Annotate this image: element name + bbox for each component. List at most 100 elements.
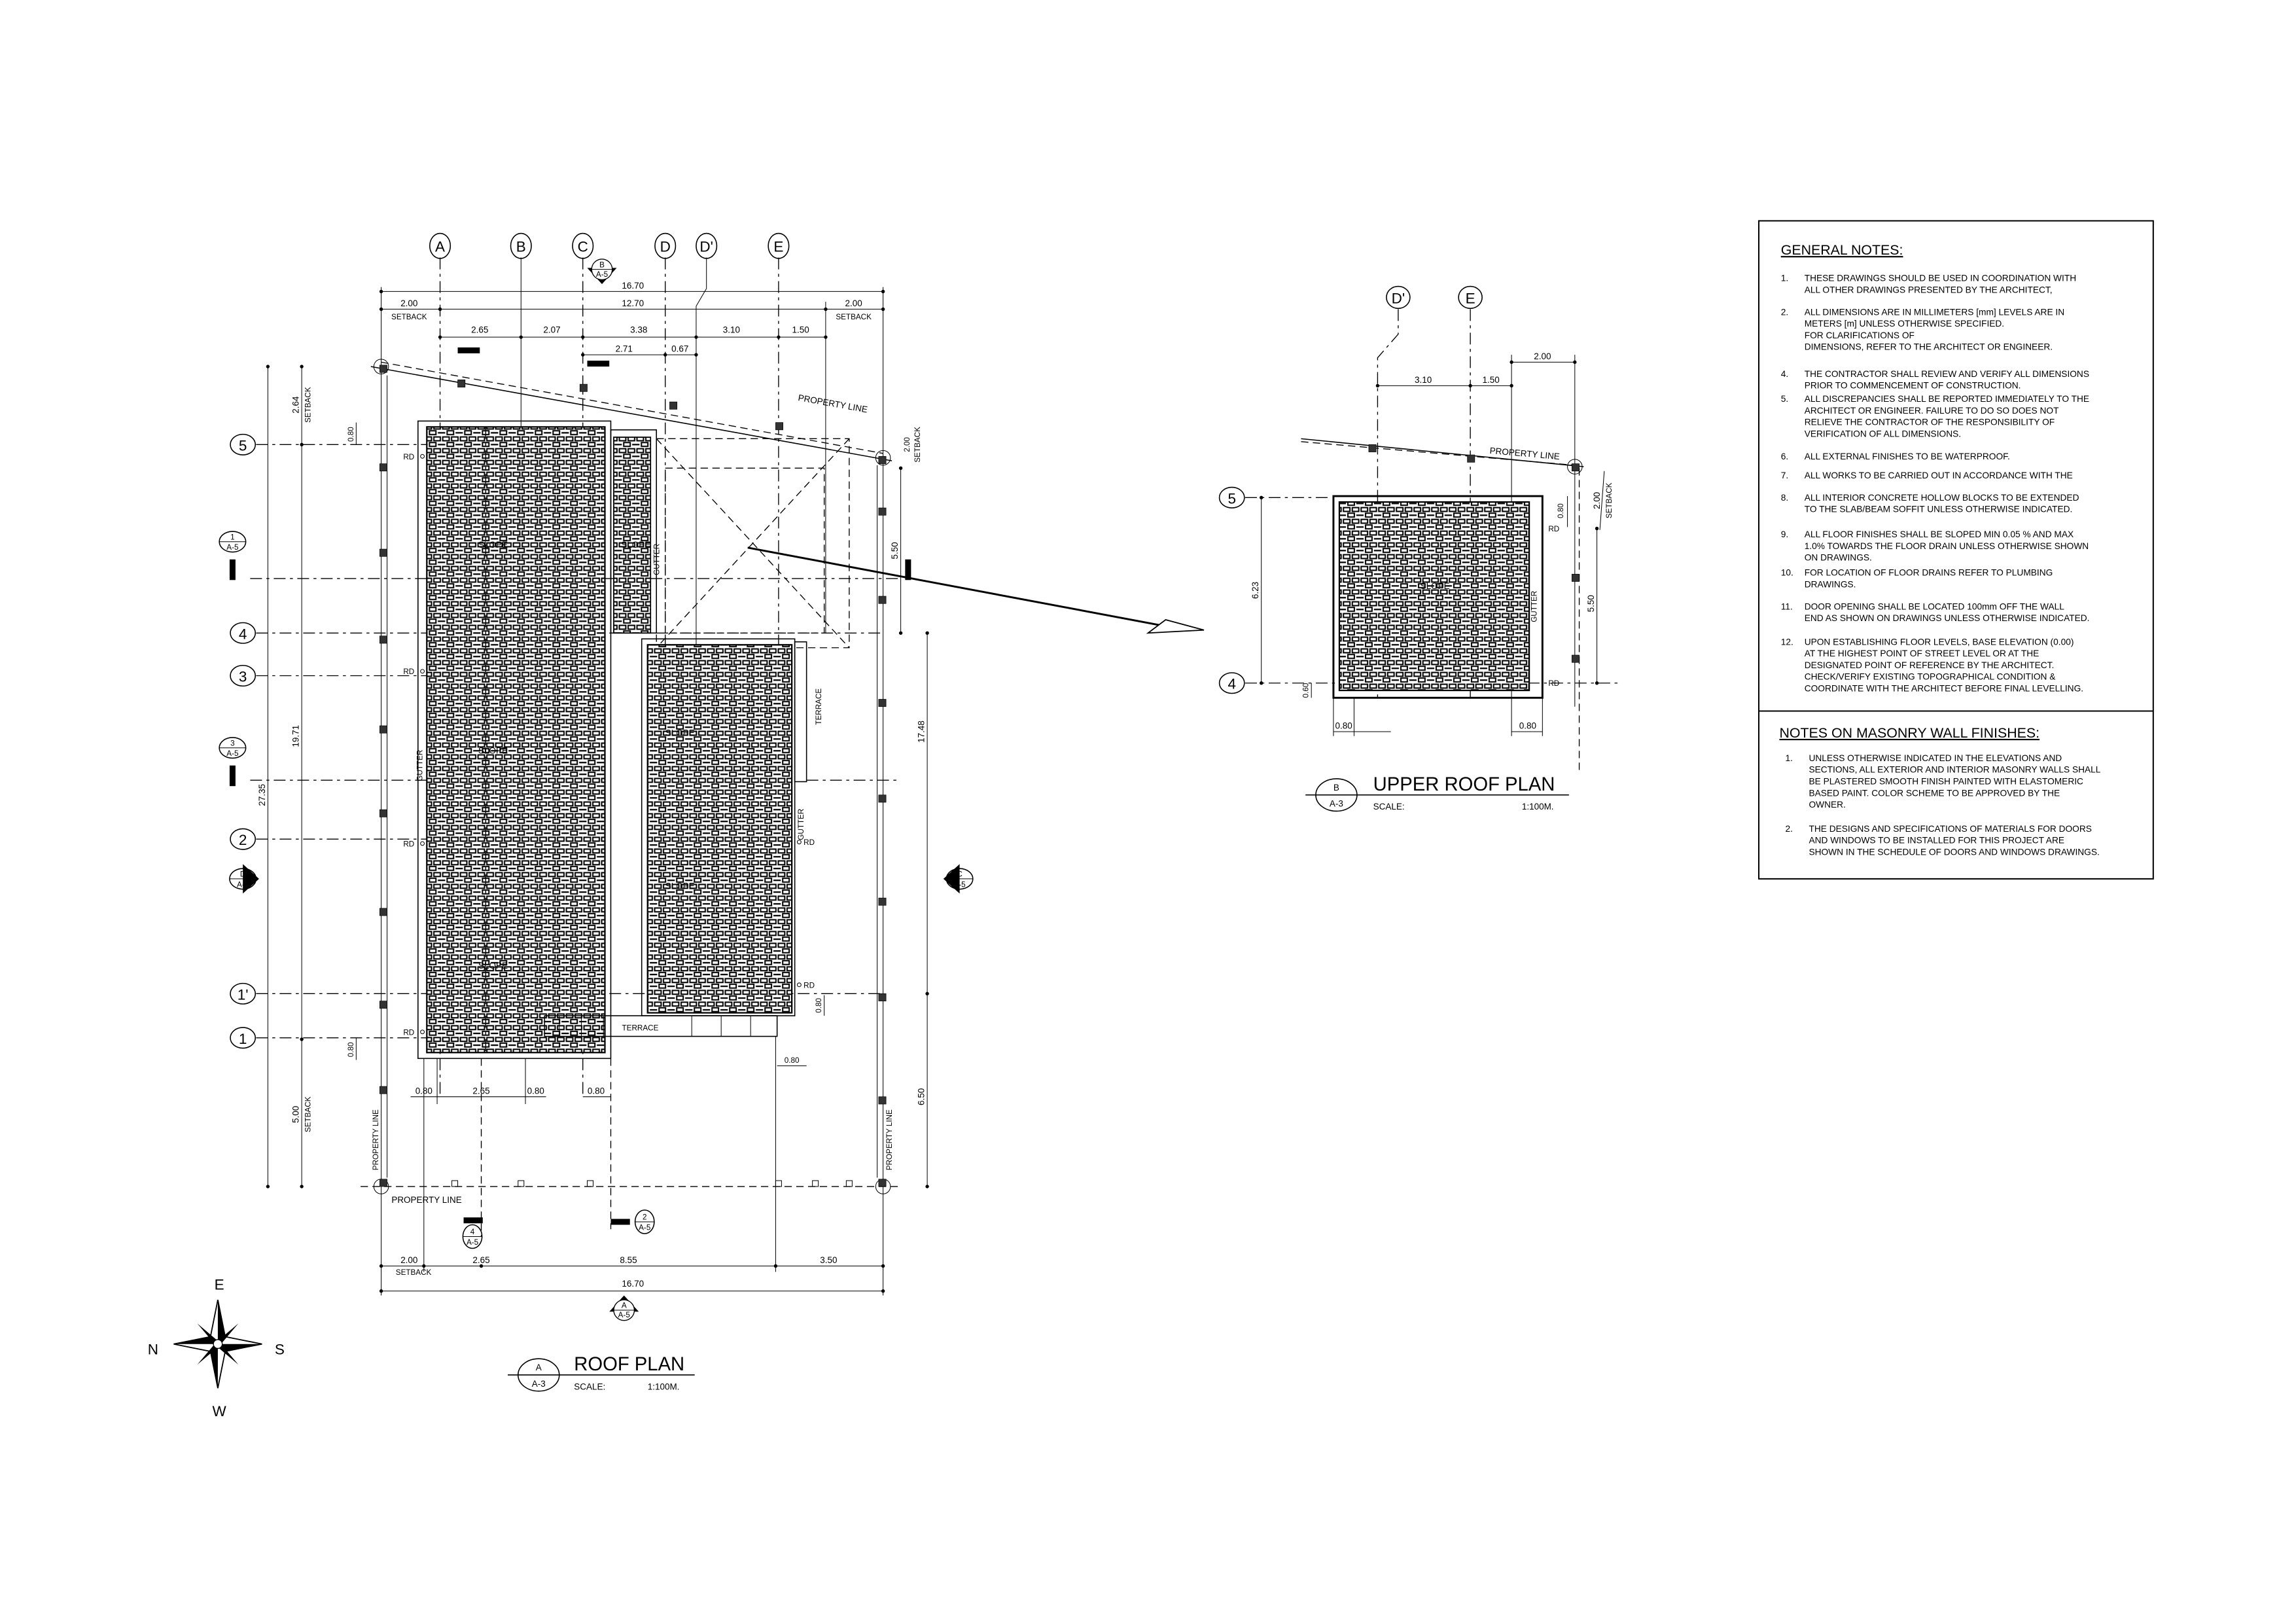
grid-label: B	[516, 239, 526, 255]
property-line-label: PROPERTY LINE	[798, 393, 868, 414]
dim-bay: 3.50	[820, 1255, 837, 1265]
setback-label: SETBACK	[304, 387, 313, 423]
grid-label: 4	[1227, 676, 1236, 692]
title-ref-top: A	[536, 1363, 542, 1372]
marker-sheet: A-5	[618, 1311, 631, 1319]
terrace-right: TERRACE	[794, 641, 823, 783]
grid-label: E	[773, 239, 783, 255]
marker-num: D	[240, 870, 245, 879]
dim-bay: 3.38	[630, 325, 647, 334]
grid-bubble-2: 2	[230, 828, 256, 850]
right-dimensions: 5.50 17.48 6.50 2.00 SETBACK 0.80 0.80	[777, 427, 929, 1188]
note-line: ALL FLOOR FINISHES SHALL BE SLOPED MIN 0…	[1805, 529, 2074, 539]
note-number: 12.	[1781, 637, 1793, 647]
title-ref-bottom: A-3	[1330, 799, 1343, 809]
note-line: BASED PAINT. COLOR SCHEME TO BE APPROVED…	[1809, 788, 2060, 798]
dim-eave: 0.80	[1335, 721, 1352, 730]
note-line: THE DESIGNS AND SPECIFICATIONS OF MATERI…	[1809, 824, 2091, 834]
grid-bubble-C: C	[572, 232, 594, 259]
marker-sheet: A-5	[226, 749, 239, 758]
roof-main-left: GUTTER SLOPE SLOPE SLOPE	[416, 420, 612, 1060]
note-number: 5.	[1781, 394, 1788, 404]
rd-label: RD	[1548, 525, 1559, 533]
note-line: THE CONTRACTOR SHALL REVIEW AND VERIFY A…	[1805, 369, 2089, 379]
note-line: ALL INTERIOR CONCRETE HOLLOW BLOCKS TO B…	[1805, 493, 2079, 503]
section-marker-3: 3 A-5	[219, 737, 247, 787]
grid-bubble-5: 5	[230, 433, 256, 455]
note-line: FOR CLARIFICATIONS OF	[1805, 330, 1915, 340]
dim-bay: 2.07	[543, 325, 560, 334]
dim-bay: 3.10	[723, 325, 740, 334]
note-line: END AS SHOWN ON DRAWINGS UNLESS OTHERWIS…	[1805, 613, 2090, 623]
rd-label: RD	[403, 668, 414, 676]
title-ref-bottom: A-3	[532, 1379, 546, 1389]
dim-overall: 16.70	[622, 1279, 644, 1289]
dim-setback-left: 2.00	[400, 298, 417, 308]
grid-label: 4	[239, 626, 247, 642]
note-line: ALL EXTERNAL FINISHES TO BE WATERPROOF.	[1805, 452, 2010, 461]
slope-label: SLOPE	[478, 746, 508, 756]
grid-bubble-3: 3	[230, 664, 256, 687]
marker-num: 4	[470, 1228, 475, 1236]
dim-overall: 16.70	[622, 281, 644, 291]
upper-top-dimensions: 2.00 3.10 1.50	[1375, 351, 1577, 388]
marker-sheet: A-5	[226, 543, 239, 552]
section-marker-C: C A-5	[943, 864, 974, 894]
grid-label: 1'	[238, 986, 249, 1003]
section-marker-4: 4 A-5	[462, 1217, 483, 1249]
upper-dimensions: 6.23 5.50 2.00 SETBACK 0.80 0.60 0.80 0.…	[1250, 471, 1614, 736]
rd-label: RD	[1548, 679, 1559, 688]
rd-label: RD	[804, 981, 815, 990]
dim-middle: 17.48	[917, 721, 927, 743]
property-line-label: PROPERTY LINE	[1489, 446, 1560, 461]
terrace-bottom: TERRACE	[544, 1015, 778, 1037]
note-number: 8.	[1781, 493, 1788, 503]
grid-bubble-1-prime: 1'	[230, 982, 256, 1005]
note-number: 2.	[1785, 824, 1792, 834]
marker-sheet: A-5	[596, 270, 609, 279]
note-line: ALL WORKS TO BE CARRIED OUT IN ACCORDANC…	[1805, 471, 2073, 480]
gutter-label: GUTTER	[653, 544, 662, 575]
roof-lower-right: SLOPE SLOPE GUTTER	[641, 638, 805, 1016]
dim-offset: 0.80	[347, 427, 355, 442]
terrace-label: TERRACE	[815, 688, 823, 725]
dim-setback: 2.00	[903, 437, 911, 452]
compass-west: W	[213, 1403, 227, 1419]
note-line: TO THE SLAB/BEAM SOFFIT UNLESS OTHERWISE…	[1805, 505, 2073, 514]
note-line: UNLESS OTHERWISE INDICATED IN THE ELEVAT…	[1809, 753, 2062, 763]
roof-plan-title-block: A A-3 ROOF PLAN SCALE: 1:100M.	[508, 1354, 695, 1392]
note-line: BE PLASTERED SMOOTH FINISH PAINTED WITH …	[1809, 776, 2083, 786]
general-notes-title: GENERAL NOTES:	[1781, 242, 1903, 258]
slope-label: SLOPE	[1421, 581, 1450, 591]
dim-offset: 0.80	[785, 1056, 800, 1065]
notes-panel: GENERAL NOTES: 1.THESE DRAWINGS SHOULD B…	[1757, 220, 2154, 880]
note-number: 2.	[1781, 307, 1788, 317]
rd-label: RD	[804, 838, 815, 847]
dim-offset: 0.80	[1557, 503, 1565, 518]
section-cut-top	[457, 347, 610, 367]
dim-offset: 0.60	[1302, 683, 1311, 698]
marker-sheet: A-5	[467, 1238, 479, 1247]
dim-upper: 5.50	[890, 542, 900, 559]
grid-label: E	[1466, 290, 1475, 306]
general-notes-list: 1.THESE DRAWINGS SHOULD BE USED IN COORD…	[1781, 274, 2090, 694]
slope-label: SLOPE	[665, 882, 695, 891]
grid-label: 1	[239, 1031, 247, 1047]
dim-bay: 2.65	[472, 1255, 489, 1265]
note-line: AT THE HIGHEST POINT OF STREET LEVEL OR …	[1805, 649, 2040, 658]
note-number: 1.	[1781, 274, 1788, 283]
marker-sheet: A-5	[237, 880, 249, 889]
title-ref-top: B	[1333, 783, 1339, 793]
marker-sheet: A-5	[639, 1223, 651, 1232]
leader-arrow-icon	[1146, 619, 1205, 634]
compass-east: E	[215, 1276, 224, 1293]
upper-roof-title-block: B A-3 UPPER ROOF PLAN SCALE: 1:100M.	[1305, 774, 1569, 812]
note-line: 1.0% TOWARDS THE FLOOR DRAIN UNLESS OTHE…	[1805, 541, 2089, 551]
section-marker-A: A A-5	[609, 1295, 639, 1321]
note-line: PRIOR TO COMMENCEMENT OF CONSTRUCTION.	[1805, 381, 2021, 391]
dim-setback: 2.00	[1592, 492, 1602, 509]
grid-bubble-B: B	[510, 232, 532, 259]
grid-label: D'	[699, 239, 713, 255]
dim-bay: 3.10	[1415, 375, 1432, 385]
note-line: RELIEVE THE CONTRACTOR OF THE RESPONSIBI…	[1805, 418, 2055, 427]
